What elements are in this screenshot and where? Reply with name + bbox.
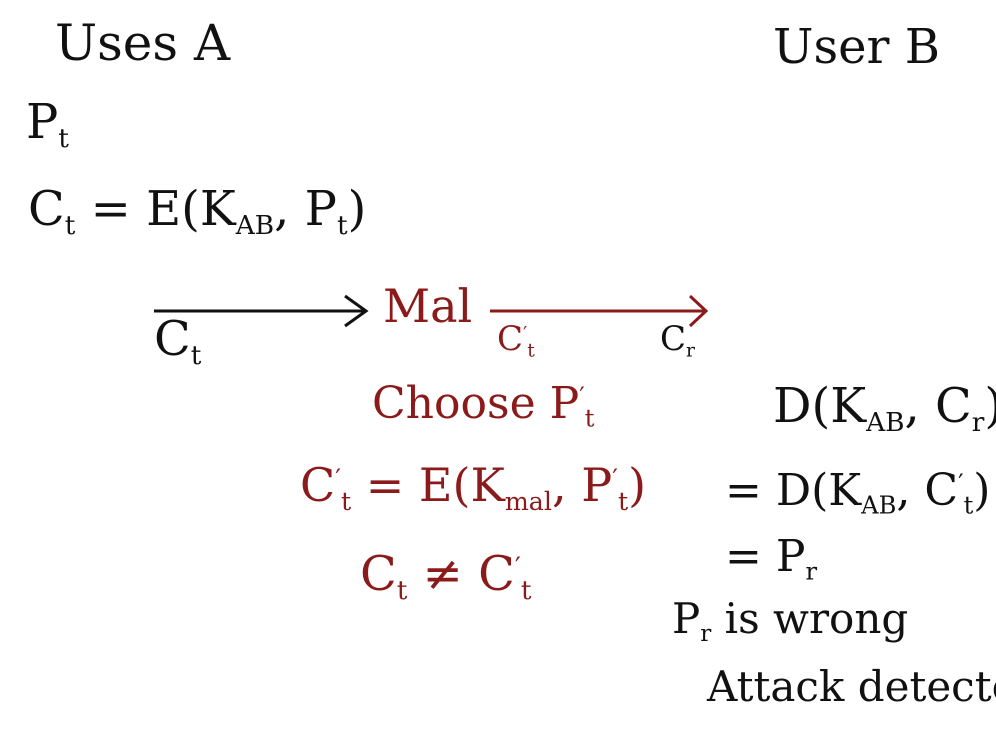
arrow-mal-to-user-b-label-ct-prime: C′t bbox=[497, 322, 535, 361]
arrow-user-a-to-mal-head bbox=[344, 294, 369, 328]
attacker-cipher-prime: ′ bbox=[335, 464, 341, 494]
plaintext-subscript: t bbox=[58, 123, 69, 155]
wrong-note-symbol: P bbox=[672, 594, 701, 643]
substituted-key-subscript: AB bbox=[861, 491, 897, 520]
cipher-plaintext-subscript: t bbox=[336, 210, 348, 242]
attacker-equation-suffix: ) bbox=[628, 458, 647, 512]
right-arrow-label-1-subscript: t bbox=[527, 340, 535, 362]
right-arrow-label-2-symbol: C bbox=[660, 319, 687, 359]
cipher-rhs-mid: , P bbox=[274, 181, 337, 237]
substituted-mid: , C bbox=[896, 465, 959, 516]
choose-prime: ′ bbox=[579, 382, 585, 411]
user-b-decryption: D(KAB, Cr) bbox=[773, 382, 996, 437]
user-b-heading: User B bbox=[773, 23, 940, 71]
cipher-key-subscript: AB bbox=[235, 210, 275, 242]
wrong-note-text: is wrong bbox=[711, 594, 909, 643]
user-a-plaintext: Pt bbox=[26, 98, 69, 153]
cipher-rhs-suffix: ) bbox=[347, 181, 367, 237]
decrypt-suffix: ) bbox=[984, 378, 996, 434]
attack-detected-text: Attack detected bbox=[707, 662, 996, 711]
malicious-node-label: Mal bbox=[383, 283, 472, 329]
decrypt-mid: , C bbox=[904, 378, 972, 434]
attacker-equation-mid2: , P bbox=[551, 458, 613, 512]
arrow-mal-to-user-b-head bbox=[688, 294, 709, 328]
received-plaintext-subscript: r bbox=[805, 557, 818, 586]
attacker-ciphertext-inequality: Ct ≠ C′t bbox=[360, 550, 531, 605]
left-arrow-label-subscript: t bbox=[190, 340, 202, 372]
inequality-lhs: C bbox=[360, 546, 397, 602]
inequality-rhs-prime: ′ bbox=[514, 551, 521, 583]
plaintext-symbol: P bbox=[26, 94, 59, 150]
decrypt-prefix: D(K bbox=[773, 378, 867, 434]
substituted-prefix: = D(K bbox=[725, 465, 862, 516]
right-arrow-label-1-prime: ′ bbox=[523, 323, 528, 345]
inequality-lhs-subscript: t bbox=[396, 575, 408, 607]
cipher-lhs: C bbox=[28, 181, 65, 237]
attacker-plaintext-subscript: t bbox=[617, 486, 629, 516]
substituted-suffix: ) bbox=[973, 465, 991, 516]
choose-prefix: Choose P bbox=[372, 378, 580, 429]
cipher-lhs-subscript: t bbox=[64, 210, 76, 242]
inequality-symbol: ≠ C bbox=[407, 546, 515, 602]
substituted-cipher-prime: ′ bbox=[958, 469, 964, 498]
attacker-equation-mid: = E(K bbox=[351, 458, 505, 512]
cipher-rhs-prefix: = E(K bbox=[75, 181, 236, 237]
choose-subscript: t bbox=[584, 404, 595, 433]
decrypt-key-subscript: AB bbox=[866, 407, 905, 439]
received-plaintext-prefix: = P bbox=[725, 531, 806, 582]
arrow-user-a-to-mal-label: Ct bbox=[154, 315, 201, 370]
user-a-encryption-equation: Ct = E(KAB, Pt) bbox=[28, 185, 366, 240]
wrong-note-subscript: r bbox=[700, 621, 712, 648]
right-arrow-label-2-subscript: r bbox=[686, 340, 695, 362]
user-a-heading-text: Uses A bbox=[55, 14, 231, 72]
attacker-plaintext-prime: ′ bbox=[612, 464, 618, 494]
attacker-encryption-equation: C′t = E(Kmal, P′t) bbox=[300, 462, 646, 514]
attacker-key-subscript: mal bbox=[504, 486, 552, 516]
user-b-wrong-plaintext-note: Pr is wrong bbox=[672, 598, 908, 646]
attacker-cipher-subscript: t bbox=[340, 486, 352, 516]
attacker-choose-plaintext: Choose P′t bbox=[372, 382, 594, 431]
decrypt-cipher-subscript: r bbox=[971, 407, 985, 439]
user-b-heading-text: User B bbox=[773, 19, 940, 75]
attack-detected-note: Attack detected bbox=[707, 666, 996, 708]
arrow-mal-to-user-b-label-cr: Cr bbox=[660, 322, 695, 361]
inequality-rhs-subscript: t bbox=[520, 575, 532, 607]
left-arrow-label-symbol: C bbox=[154, 311, 191, 367]
right-arrow-label-1-symbol: C bbox=[497, 319, 524, 359]
user-b-decryption-substituted: = D(KAB, C′t) bbox=[725, 469, 990, 518]
substituted-cipher-subscript: t bbox=[963, 491, 974, 520]
user-a-heading: Uses A bbox=[55, 18, 230, 68]
malicious-node-text: Mal bbox=[383, 279, 473, 333]
user-b-received-plaintext: = Pr bbox=[725, 535, 817, 584]
attacker-cipher-symbol: C bbox=[300, 458, 336, 512]
